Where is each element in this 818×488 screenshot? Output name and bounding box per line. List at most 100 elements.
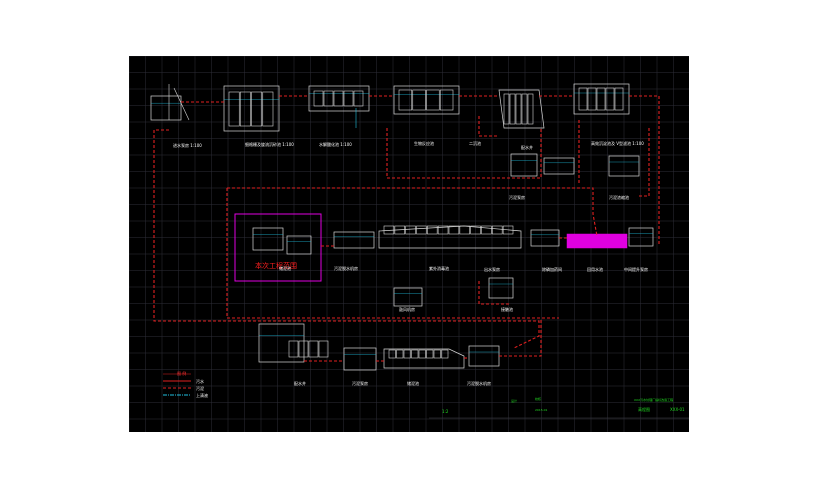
unit-label: 储泥池 xyxy=(407,381,419,386)
dewatering-equipment xyxy=(427,225,438,235)
lower-unit-1-cells xyxy=(318,340,329,358)
influent-pump-station xyxy=(150,95,182,121)
effluent-channel-highlight xyxy=(566,233,628,249)
dewatering-equipment xyxy=(448,225,460,235)
sludge-pipe xyxy=(227,187,598,237)
unit-label: 配水井 xyxy=(294,381,306,386)
sludge-pipe xyxy=(639,128,650,197)
bioreactor xyxy=(393,85,460,115)
secondary-clarifier xyxy=(498,89,545,129)
clarifier-internals xyxy=(509,93,516,125)
flow-pipe xyxy=(478,116,499,137)
filter-cells xyxy=(614,87,624,111)
unit-label: 鼓风机房 xyxy=(399,307,415,312)
lower-unit-1-cells xyxy=(298,340,309,358)
lower-unit-3-equipment xyxy=(411,349,419,359)
bioreactor-cells xyxy=(412,89,426,111)
sludge-pump-station xyxy=(510,153,538,177)
clarifier-internals xyxy=(521,93,528,125)
sludge-thickener xyxy=(543,157,575,175)
bioreactor-cells xyxy=(439,89,454,111)
bioreactor-cells xyxy=(398,89,413,111)
hydrolysis-baffles xyxy=(333,90,344,107)
unit-label: 水解酸化池 1:100 xyxy=(319,142,352,147)
clarifier-internals xyxy=(527,93,534,125)
legend-item-supernatant: 上清液 xyxy=(196,393,208,398)
title-scale: 1:2 xyxy=(442,409,449,414)
flow-pipe xyxy=(629,95,660,246)
unit-label: 配水井 xyxy=(521,145,533,150)
hydrolysis-baffles xyxy=(353,90,364,107)
filter-cells xyxy=(605,87,615,111)
hydrolysis-baffles xyxy=(343,90,354,107)
lower-unit-3-equipment xyxy=(433,349,441,359)
dewatering-equipment xyxy=(459,225,470,235)
hydrolysis-baffles xyxy=(323,90,334,107)
flow-pipe xyxy=(499,318,542,357)
unit-label: 污泥脱水机房 xyxy=(467,381,491,386)
dewatering-building xyxy=(378,225,522,249)
lower-unit-3-equipment xyxy=(418,349,426,359)
cad-drawing-sheet: 本次工程范围 图 例 污水 污泥 上清液 1:2 设计 校核 2015.01 X… xyxy=(129,56,689,432)
grit-chamber-cells xyxy=(262,91,274,127)
title-date: 2015.01 xyxy=(535,408,548,412)
lower-unit-2 xyxy=(343,347,377,371)
lower-unit-3-equipment xyxy=(426,349,434,359)
project-scope-boundary xyxy=(234,213,322,282)
unit-label: 高效沉淀池及 V型滤池 1:100 xyxy=(591,141,644,146)
dewatering-equipment xyxy=(481,225,492,235)
bioreactor-cells xyxy=(426,89,440,111)
unit-label: 生物反应池 xyxy=(414,141,434,146)
blower-room xyxy=(393,287,423,307)
thickener-2 xyxy=(608,155,640,177)
uv-disinfection-tank xyxy=(530,229,560,247)
title-check: 校核 xyxy=(535,397,542,401)
process-elevation-diagram xyxy=(129,56,689,432)
unit-label: 细格栅及旋流沉砂池 1:100 xyxy=(245,142,294,147)
unit-label: 污泥泵房 xyxy=(509,195,525,200)
screen-rake xyxy=(173,87,190,121)
lower-unit-1-cells xyxy=(288,340,299,358)
lower-unit-3-equipment xyxy=(403,349,411,359)
unit-label: 污泥脱水机房 xyxy=(334,266,358,271)
reuse-pool xyxy=(628,227,654,247)
unit-label: 污泥浓缩池 xyxy=(609,195,629,200)
existing-tank xyxy=(286,235,312,255)
unit-label: 中间提升泵房 xyxy=(624,267,648,272)
sludge-pipe xyxy=(386,128,542,179)
flow-pipe xyxy=(478,281,509,305)
title-company: XXX污水处理厂提标改造工程 xyxy=(634,398,674,402)
lower-unit-1-cells xyxy=(308,340,319,358)
fine-screen-grit-chamber xyxy=(223,85,280,132)
dewatering-equipment xyxy=(394,225,405,235)
filter-cells xyxy=(596,87,606,111)
grit-chamber-cells xyxy=(251,91,263,127)
dewatering-equipment xyxy=(470,225,481,235)
distribution-well xyxy=(573,83,630,115)
legend-item-sludge: 污泥 xyxy=(196,386,204,391)
dewatering-equipment xyxy=(416,225,427,235)
unit-label: 紫外消毒池 xyxy=(429,266,449,271)
dewatering-equipment xyxy=(437,225,449,235)
main-return-pipe xyxy=(153,129,540,349)
grit-chamber-cells xyxy=(228,91,240,127)
contact-tank xyxy=(488,277,514,299)
grit-chamber-cells xyxy=(239,91,251,127)
sludge-storage-tank xyxy=(333,231,375,249)
unit-label: 污泥泵房 xyxy=(352,381,368,386)
unit-label: 除磷加药间 xyxy=(542,267,562,272)
lower-unit-4 xyxy=(468,345,500,367)
dewatering-equipment xyxy=(492,225,503,235)
lower-unit-3-equipment xyxy=(441,349,449,359)
legend-item-sewage: 污水 xyxy=(196,379,204,384)
unit-label: 出水泵房 xyxy=(484,267,500,272)
hydrolysis-tank xyxy=(308,85,370,112)
title-drawing-number: XXX-01 xyxy=(670,407,685,412)
clarifier-internals xyxy=(515,93,522,125)
existing-pump-station xyxy=(252,227,284,251)
dewatering-equipment xyxy=(383,225,395,235)
hydrolysis-baffles xyxy=(313,90,324,107)
lower-unit-3 xyxy=(383,348,465,369)
unit-label: 回用水池 xyxy=(587,267,603,272)
dewatering-equipment xyxy=(502,225,514,235)
